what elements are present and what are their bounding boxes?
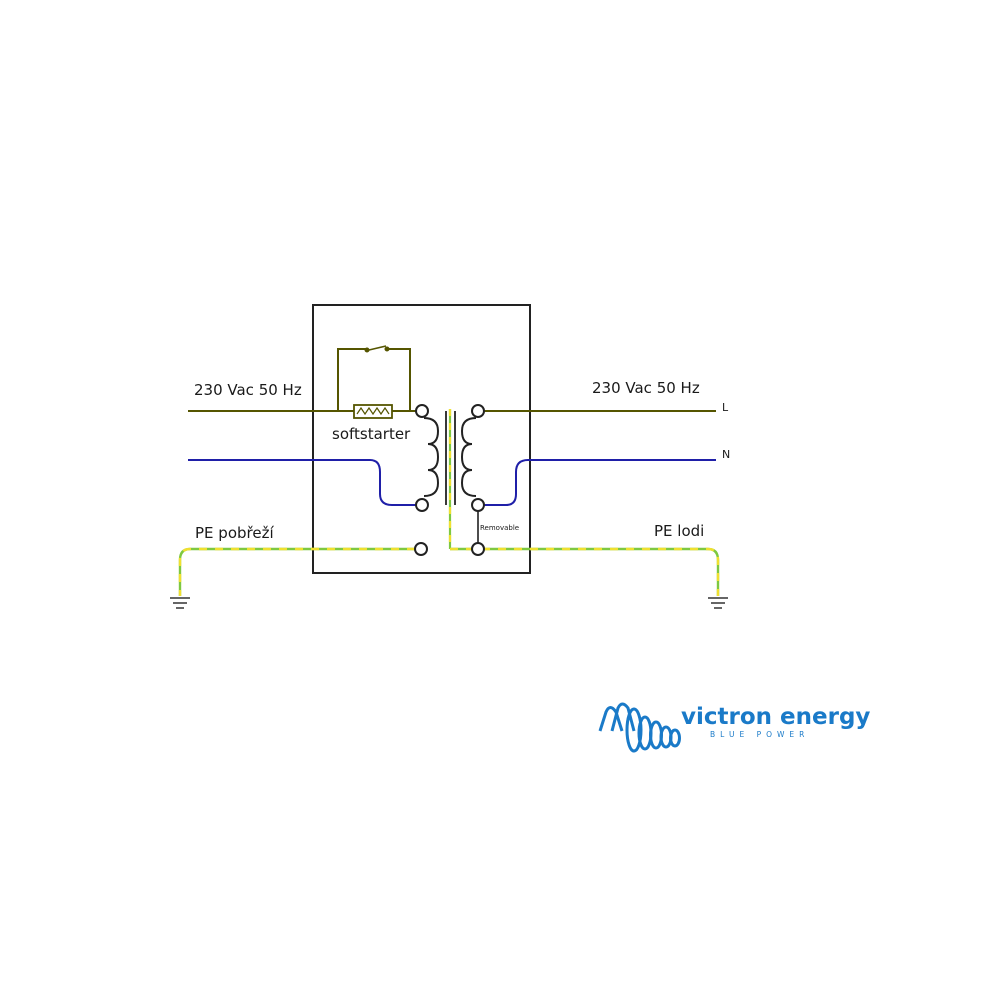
pe-boat-label: PE lodi <box>654 522 704 540</box>
brand-tagline: BLUE POWER <box>710 730 809 739</box>
output-voltage-label: 230 Vac 50 Hz <box>592 379 700 397</box>
secondary-coil <box>460 404 485 512</box>
ground-symbol-boat <box>708 597 728 609</box>
pe-shore-terminal <box>414 542 428 556</box>
pe-shore-wire <box>178 547 415 596</box>
transformer-enclosure <box>312 304 531 574</box>
victron-swirl-icon <box>598 702 681 753</box>
input-voltage-label: 230 Vac 50 Hz <box>194 381 302 399</box>
neutral-marker-label: N <box>722 448 730 461</box>
pe-shore-label: PE pobřeží <box>195 524 274 542</box>
ground-symbol-shore <box>170 597 190 609</box>
brand-name: victron energy <box>681 704 870 730</box>
softstarter-label: softstarter <box>332 425 411 443</box>
neutral-input-wire <box>188 459 416 506</box>
removable-label: Removable <box>480 524 519 532</box>
pe-boat-terminal <box>471 542 485 556</box>
neutral-output-wire <box>484 459 716 506</box>
transformer-core <box>445 411 456 505</box>
softstarter-resistor <box>353 404 393 419</box>
bypass-switch <box>337 345 411 411</box>
line-marker-label: L <box>722 401 729 414</box>
pe-boat-wire <box>450 547 720 596</box>
victron-logo: victron energy BLUE POWER <box>598 702 870 753</box>
primary-coil <box>415 404 440 512</box>
